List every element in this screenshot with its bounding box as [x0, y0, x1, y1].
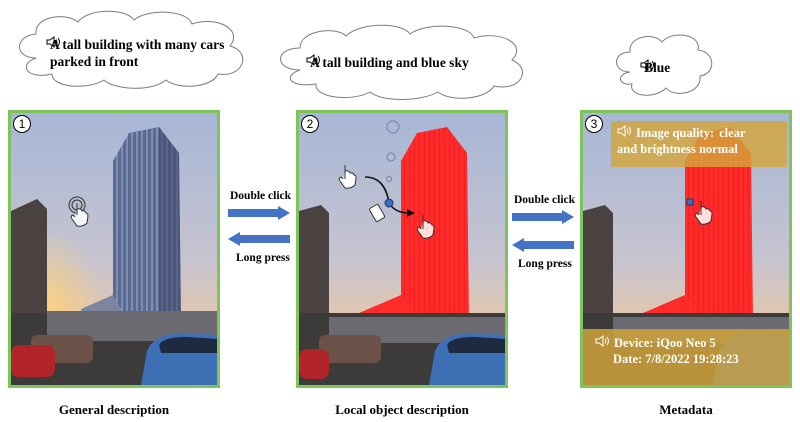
cloud-bubble-general: A tall building with many cars parked in…	[8, 8, 253, 90]
image-quality-overlay: Image quality: clear and brightness norm…	[611, 121, 787, 167]
caption-general: General description	[58, 402, 170, 417]
panel-number: 1	[13, 115, 31, 133]
touch-hand-icon	[68, 196, 89, 227]
image-quality-label: Image quality:	[636, 126, 715, 140]
cloud-bubble-local: A tall building and blue sky	[270, 22, 532, 102]
image-quality-value-line1: clear	[719, 126, 746, 140]
touch-hand-icon	[694, 201, 713, 225]
panel-general[interactable]: 1	[8, 110, 220, 388]
touch-hand-icon	[416, 215, 435, 239]
photo-building-highlighted	[299, 113, 505, 385]
arrow-label-long-press-1: Long press	[236, 252, 290, 264]
caption-metadata: Metadata	[659, 402, 713, 417]
cloud-bubble-metadata: Blue	[610, 30, 716, 100]
photo-building	[11, 113, 217, 385]
cloud-text-general: A tall building with many cars parked in…	[50, 37, 225, 69]
panel-local[interactable]: 2	[296, 110, 508, 388]
caption-local: Local object description	[335, 402, 469, 417]
image-quality-value: and brightness normal	[617, 142, 738, 156]
panel-metadata[interactable]: 3 Image quality: clear and brightness no…	[580, 110, 792, 388]
arrow-left-2	[512, 238, 574, 252]
speaker-icon	[617, 125, 632, 141]
touch-hand-icon	[338, 165, 357, 189]
cloud-text-local: A tall building and blue sky	[310, 55, 469, 70]
date-text: Date: 7/8/2022 19:28:23	[613, 352, 739, 366]
panel-number: 3	[585, 115, 603, 133]
phone-icon	[369, 204, 386, 222]
speaker-icon	[595, 335, 610, 351]
arrow-label-double-click-1: Double click	[230, 190, 292, 202]
arrow-label-long-press-2: Long press	[518, 258, 572, 270]
arrow-right-2	[512, 210, 574, 224]
arrow-right-1	[228, 206, 290, 220]
arrow-label-double-click-2: Double click	[514, 194, 576, 206]
arrow-left-1	[228, 232, 290, 246]
device-text: Device: iQoo Neo 5	[614, 336, 716, 350]
panel-number: 2	[301, 115, 319, 133]
device-info-overlay: Device: iQoo Neo 5 Date: 7/8/2022 19:28:…	[583, 329, 789, 385]
